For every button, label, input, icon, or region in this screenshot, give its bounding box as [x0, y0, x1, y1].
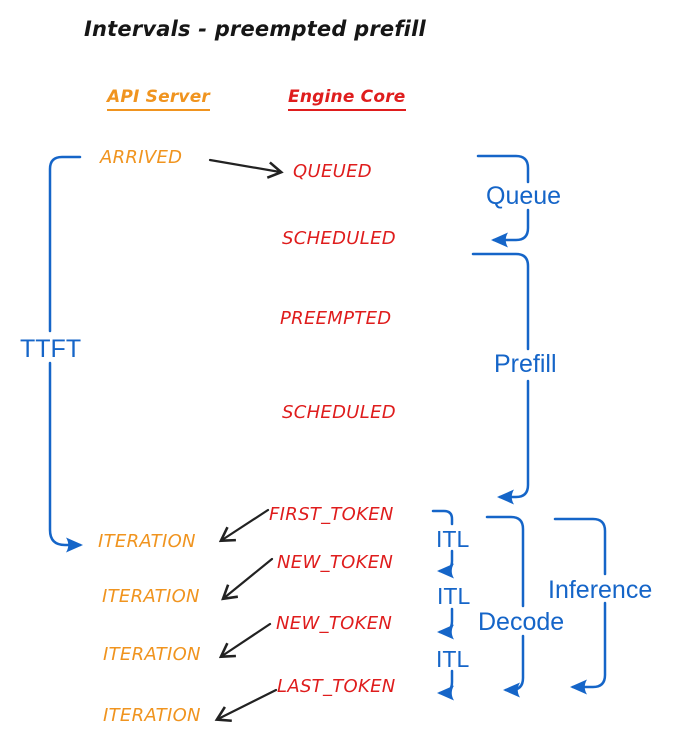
arrow-arrived-to-queued	[208, 158, 284, 179]
interval-label-decode: Decode	[478, 608, 565, 636]
interval-label-itl-2: ITL	[437, 583, 471, 609]
decode-bracket-top	[485, 515, 525, 608]
column-header-api-server: API Server	[107, 88, 211, 111]
inference-bracket-bottom-arrow	[570, 601, 607, 695]
arrow-new-token2-to-iteration	[218, 622, 272, 659]
interval-label-queue: Queue	[486, 182, 562, 210]
arrow-new-token1-to-iteration	[221, 557, 274, 601]
event-iteration-4: ITERATION	[103, 705, 201, 726]
prefill-bracket-bottom-arrow	[497, 379, 530, 505]
arrow-first-token-to-iteration	[218, 508, 270, 543]
interval-label-ttft: TTFT	[20, 335, 82, 363]
queue-bracket-top	[476, 154, 530, 184]
event-iteration-1: ITERATION	[98, 531, 196, 552]
event-iteration-3: ITERATION	[103, 644, 201, 665]
event-last-token: LAST_TOKEN	[277, 676, 396, 697]
event-queued: QUEUED	[293, 161, 372, 182]
interval-label-itl-3: ITL	[436, 646, 470, 672]
interval-label-inference: Inference	[548, 576, 653, 604]
event-scheduled-2: SCHEDULED	[282, 402, 396, 423]
column-header-engine-core: Engine Core	[288, 88, 406, 111]
prefill-bracket-top	[471, 252, 530, 351]
ttft-bracket-top	[48, 155, 82, 333]
event-new-token-1: NEW_TOKEN	[277, 552, 394, 573]
queue-bracket-bottom-arrow	[491, 208, 530, 248]
itl-hook-arrow-2	[437, 607, 454, 640]
itl-hook-arrow-3	[437, 669, 454, 701]
itl-hook-arrow-1	[437, 549, 454, 579]
event-first-token: FIRST_TOKEN	[269, 504, 394, 525]
event-scheduled-1: SCHEDULED	[282, 228, 396, 249]
inference-bracket-top	[553, 517, 607, 576]
interval-label-prefill: Prefill	[494, 350, 557, 378]
diagram-title: Intervals - preempted prefill	[84, 17, 426, 41]
event-preempted: PREEMPTED	[280, 308, 392, 329]
interval-label-itl-1: ITL	[436, 526, 470, 552]
itl-bracket-top	[431, 509, 454, 526]
decode-bracket-bottom-arrow	[503, 634, 525, 698]
ttft-bracket-bottom-arrow	[48, 361, 83, 553]
event-iteration-2: ITERATION	[102, 586, 200, 607]
event-arrived: ARRIVED	[100, 147, 183, 168]
event-new-token-2: NEW_TOKEN	[276, 613, 393, 634]
arrow-last-token-to-iteration	[214, 688, 278, 723]
